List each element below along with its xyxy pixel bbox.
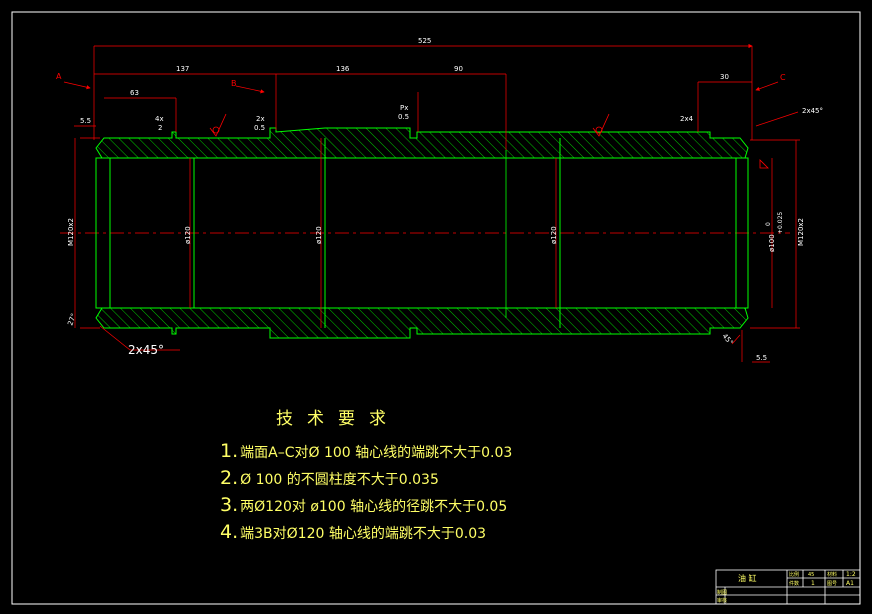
dia-120-b: ø120 bbox=[315, 226, 323, 244]
label-c: C bbox=[780, 73, 786, 82]
dia-100: ø100 bbox=[768, 234, 776, 252]
dim-5-5-right: 5.5 bbox=[756, 354, 767, 362]
note-item-1: 1.端面A–C对Ø 100 轴心线的端跳不大于0.03 bbox=[220, 440, 512, 462]
dim-136: 136 bbox=[336, 65, 350, 73]
note-num-3: 3. bbox=[220, 494, 239, 516]
dia-120-a: ø120 bbox=[184, 226, 192, 244]
tb-quantity-value: 1 bbox=[811, 580, 815, 587]
note-num-4: 4. bbox=[220, 521, 239, 543]
tb-checked-by: 审核 bbox=[717, 597, 727, 604]
angle-right: 45° bbox=[720, 332, 734, 347]
tb-drawing-label: 图号 bbox=[827, 581, 837, 587]
note-num-1: 1. bbox=[220, 440, 239, 462]
title-block bbox=[715, 569, 861, 605]
tb-scale-value: 1:2 bbox=[846, 571, 856, 578]
label-b: B bbox=[231, 79, 237, 88]
note-text-1: 端面A–C对Ø 100 轴心线的端跳不大于0.03 bbox=[240, 445, 513, 461]
dia-120-c: ø120 bbox=[550, 226, 558, 244]
groove-px: Px bbox=[400, 104, 408, 112]
tolerance-low: 0 bbox=[765, 222, 772, 226]
dim-137: 137 bbox=[176, 65, 189, 73]
tolerance-high: +0.025 bbox=[777, 212, 784, 234]
note-item-3: 3.两Ø120对 ø100 轴心线的径跳不大于0.05 bbox=[220, 494, 507, 516]
notes-title: 技术要求 bbox=[276, 409, 400, 429]
note-text-3: 两Ø120对 ø100 轴心线的径跳不大于0.05 bbox=[240, 499, 508, 515]
angle-left: 27° bbox=[66, 312, 78, 326]
groove-4x-sub: 2 bbox=[158, 124, 162, 132]
dimension-lines bbox=[63, 43, 800, 363]
groove-px-sub: 0.5 bbox=[398, 113, 409, 121]
tb-scale-label: 比例 bbox=[789, 571, 799, 578]
top-wall-section bbox=[95, 127, 749, 159]
dim-90: 90 bbox=[454, 65, 463, 73]
note-item-4: 4.端3B对Ø120 轴心线的端跳不大于0.03 bbox=[220, 521, 486, 543]
bottom-wall-section bbox=[95, 307, 749, 339]
tb-material-label: 材料 bbox=[827, 571, 837, 578]
note-text-4: 端3B对Ø120 轴心线的端跳不大于0.03 bbox=[240, 526, 487, 542]
label-a: A bbox=[56, 72, 62, 81]
tb-drawing-value: A1 bbox=[846, 580, 854, 587]
tb-quantity-label: 件数 bbox=[789, 580, 799, 587]
groove-4x: 4x bbox=[155, 115, 164, 123]
groove-2x: 2x bbox=[256, 115, 265, 123]
note-text-2: Ø 100 的不圆柱度不大于0.035 bbox=[240, 472, 439, 488]
thread-right: M120x2 bbox=[797, 218, 805, 246]
groove-2x4: 2x4 bbox=[680, 115, 694, 123]
thread-left: M120x2 bbox=[67, 218, 75, 246]
tb-part-name: 油 缸 bbox=[738, 573, 757, 583]
bore-outline bbox=[95, 157, 749, 309]
datum-marker bbox=[759, 159, 769, 169]
note-item-2: 2.Ø 100 的不圆柱度不大于0.035 bbox=[220, 467, 439, 489]
dim-30: 30 bbox=[720, 73, 729, 81]
drawing-border bbox=[11, 11, 861, 605]
tb-material-value: 45 bbox=[808, 572, 814, 578]
note-num-2: 2. bbox=[220, 467, 239, 489]
dim-overall: 525 bbox=[418, 37, 431, 45]
dim-63: 63 bbox=[130, 89, 139, 97]
groove-2x-sub: 0.5 bbox=[254, 124, 265, 132]
chamfer-bottom-left: 2x45° bbox=[128, 343, 164, 357]
surface-finish-symbols bbox=[209, 113, 610, 137]
chamfer-top-right: 2x45° bbox=[802, 107, 823, 115]
dim-5-5-left: 5.5 bbox=[80, 117, 91, 125]
tb-drawn-by: 制图 bbox=[717, 589, 727, 596]
